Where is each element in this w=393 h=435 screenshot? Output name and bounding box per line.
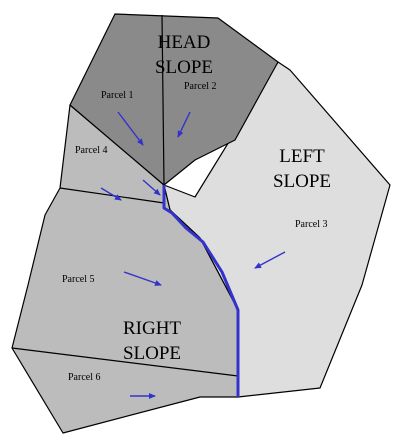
parcel-1-flow-arrow-icon [117, 111, 144, 146]
parcel-5-flow-arrow-icon [123, 271, 162, 286]
stream-channel [162, 185, 240, 397]
parcel-1-label: Parcel 1 [101, 90, 134, 101]
parcel-4-5-boundary [59, 187, 165, 204]
parcel-2-label: Parcel 2 [184, 81, 217, 92]
parcel-3-label: Parcel 3 [295, 219, 328, 230]
parcel-3-flow-arrow-icon [254, 251, 286, 269]
parcel-6-label: Parcel 6 [68, 372, 101, 383]
right-slope-label-line2: SLOPE [123, 343, 181, 364]
parcel-2-flow-arrow-icon [177, 111, 191, 138]
parcel-1-2-boundary [161, 14, 165, 186]
head-slope-region [69, 13, 279, 186]
parcel-5-6-boundary [11, 347, 239, 377]
parcel-4-flow-arrow-icon [100, 187, 122, 201]
right-slope-label-line1: RIGHT [123, 318, 181, 339]
parcel-5-label: Parcel 5 [62, 274, 95, 285]
parcel-4-label: Parcel 4 [75, 145, 108, 156]
parcel-4-outlet-arrow-icon [142, 179, 161, 196]
left-slope-label-line2: SLOPE [273, 171, 331, 192]
left-slope-label-line1: LEFT [279, 146, 325, 167]
head-slope-label-line1: HEAD [158, 32, 211, 53]
head-slope-label-line2: SLOPE [155, 57, 213, 78]
